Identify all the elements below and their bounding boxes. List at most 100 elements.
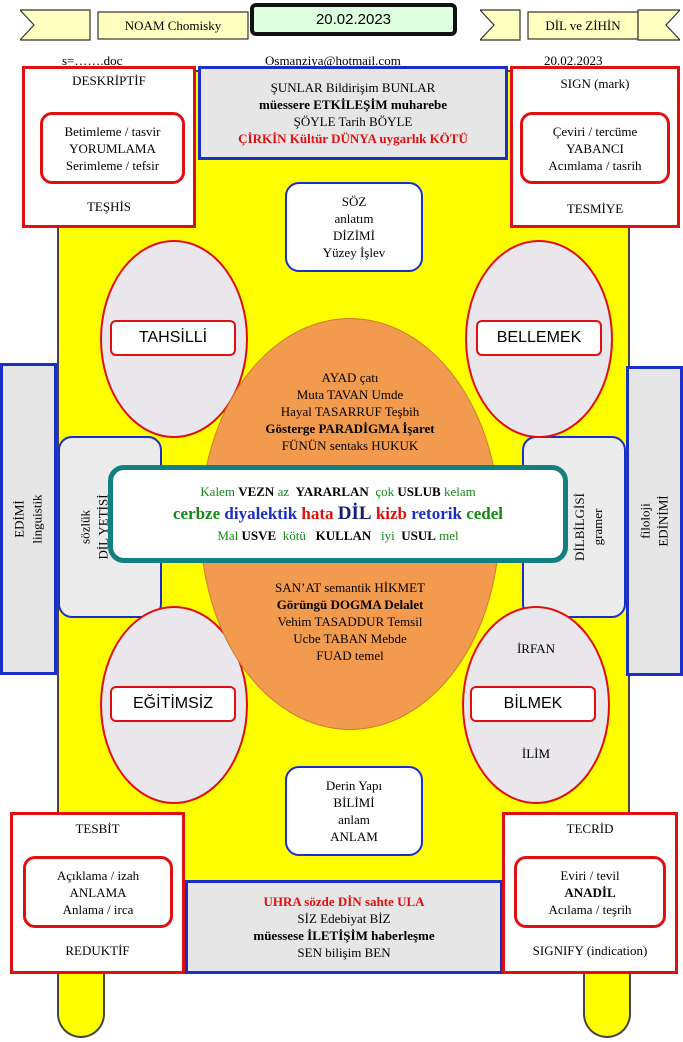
top-left-inner: Betimleme / tasvir YORUMLAMA Serimleme /… xyxy=(40,112,185,184)
oval-bottom-text: SAN’AT semantik HİKMET Görüngü DOGMA Del… xyxy=(205,574,495,668)
bilmek-tag: BİLMEK xyxy=(470,686,596,722)
center-row3: Mal USVE kötü KULLAN iyi USUL mel xyxy=(217,526,458,546)
bottom-right-line1: Eviri / tevil xyxy=(560,867,620,883)
center-row2-w5: kizb xyxy=(375,504,408,523)
center-row1-w6: USLUB xyxy=(397,484,441,499)
center-row2-w6: retorik xyxy=(411,504,462,523)
bottom-right-inner: Eviri / tevil ANADİL Acılama / teşrih xyxy=(514,856,666,928)
oval-bottom-line2: Görüngü DOGMA Delalet xyxy=(276,596,424,612)
oval-bottom-line5: FUAD temel xyxy=(316,647,384,663)
tahsilli-tag: TAHSİLLİ xyxy=(110,320,236,356)
left-ribbon-shape xyxy=(20,9,249,41)
far-left-box: EDİMİ linguistik xyxy=(0,363,57,675)
right-ribbon-label: DİL ve ZİHİN xyxy=(545,18,621,33)
bottom-center-line4: SEN bilişim BEN xyxy=(297,945,391,960)
top-right-line1: Çeviri / tercüme xyxy=(552,123,638,139)
center-row1-w1: Kalem xyxy=(200,484,235,499)
oval-bottom-line3: Vehim TASADDUR Temsil xyxy=(277,613,423,629)
egitimsiz-label: EĞİTİMSİZ xyxy=(133,695,213,712)
bottom-center-line2: SİZ Edebiyat BİZ xyxy=(297,911,391,926)
center-row3-w5: iyi xyxy=(380,528,395,543)
top-center-line4: ÇİRKİN Kültür DÜNYA uygarlık KÖTÜ xyxy=(238,131,468,146)
bottom-center-line3: müessese İLETİŞİM haberleşme xyxy=(253,928,435,943)
far-right-line2: EDİNİMİ xyxy=(655,495,671,547)
center-row1-w4: YARARLAN xyxy=(295,484,369,499)
inner-right-line2: gramer xyxy=(589,508,605,546)
top-center-line1: ŞUNLAR Bildirişim BUNLAR xyxy=(270,80,436,95)
oval-top-text: AYAD çatı Muta TAVAN Umde Hayal TASARRUF… xyxy=(205,365,495,457)
soz-line4: Yüzey İşlev xyxy=(322,245,386,260)
top-left-footer: TEŞHİS xyxy=(86,199,132,214)
bellemek-tag: BELLEMEK xyxy=(476,320,602,356)
bottom-center-line1: UHRA sözde DİN sahte ULA xyxy=(263,894,425,909)
sub-date: 20.02.2023 xyxy=(544,53,603,68)
center-row3-w6: USUL xyxy=(401,528,436,543)
irfan-label: İRFAN xyxy=(516,641,556,656)
top-right-title: SIGN (mark) xyxy=(560,76,630,91)
center-row1: Kalem VEZN az YARARLAN çok USLUB kelam xyxy=(200,482,475,502)
date-main-box: 20.02.2023 xyxy=(250,3,457,36)
top-right-line2: YABANCI xyxy=(566,140,624,156)
top-left-line3: Serimleme / tefsir xyxy=(65,157,160,173)
top-right-line3: Acımlama / tasrih xyxy=(548,157,642,173)
derin-line3: anlam xyxy=(338,812,370,827)
center-row3-w4: KULLAN xyxy=(315,528,372,543)
top-center-box: ŞUNLAR Bildirişim BUNLAR müessere ETKİLE… xyxy=(198,66,508,160)
left-ribbon-label: NOAM Chomisky xyxy=(124,18,222,33)
bottom-left-line1: Açıklama / izah xyxy=(56,867,140,883)
oval-bottom-line4: Ucbe TABAN Mebde xyxy=(293,630,407,646)
bellemek-label: BELLEMEK xyxy=(496,329,582,346)
top-left-line1: Betimleme / tasvir xyxy=(64,123,161,139)
far-left-line2: linguistik xyxy=(29,494,45,544)
inner-right-line1: DİLBİLGİSİ xyxy=(571,493,587,561)
center-panel: Kalem VEZN az YARARLAN çok USLUB kelam c… xyxy=(108,465,568,563)
sub-email: Osmanziya@hotmail.com xyxy=(265,53,401,68)
bottom-center-box: UHRA sözde DİN sahte ULA SİZ Edebiyat Bİ… xyxy=(185,880,503,974)
oval-top-line3: Hayal TASARRUF Teşbih xyxy=(280,403,420,419)
top-center-line2: müessere ETKİLEŞİM muharebe xyxy=(258,97,448,112)
sub-left-filename: s=…….doc xyxy=(62,53,123,68)
bottom-left-title: TESBİT xyxy=(75,821,120,836)
derin-line2: BİLİMİ xyxy=(333,795,375,810)
derin-line1: Derin Yapı xyxy=(325,778,383,793)
bottom-left-footer: REDUKTİF xyxy=(65,943,130,958)
bottom-right-line2: ANADİL xyxy=(564,884,616,900)
oval-top-line2: Muta TAVAN Umde xyxy=(296,386,404,402)
bilmek-label: BİLMEK xyxy=(503,695,563,712)
center-row3-w3: kötü xyxy=(282,528,306,543)
bottom-left-line2: ANLAMA xyxy=(69,884,127,900)
right-ribbon-shape xyxy=(480,9,680,41)
center-row3-w2: USVE xyxy=(241,528,277,543)
far-left-line1: EDİMİ xyxy=(11,500,27,538)
center-row2-w4: DİL xyxy=(337,503,372,524)
date-main-label: 20.02.2023 xyxy=(315,11,392,28)
derin-box: Derin Yapı BİLİMİ anlam ANLAM xyxy=(285,766,423,856)
bottom-left-line3: Anlama / irca xyxy=(62,901,134,917)
center-row2-w7: cedel xyxy=(466,504,504,523)
top-right-footer: TESMİYE xyxy=(566,201,624,216)
oval-top-line4: Gösterge PARADİGMA İşaret xyxy=(265,420,435,436)
soz-line1: SÖZ xyxy=(341,194,367,209)
top-right-inner: Çeviri / tercüme YABANCI Acımlama / tasr… xyxy=(520,112,670,184)
ilim-label: İLİM xyxy=(521,746,551,761)
bottom-left-inner: Açıklama / izah ANLAMA Anlama / irca xyxy=(23,856,173,928)
top-left-title: DESKRİPTİF xyxy=(72,73,146,88)
top-left-line2: YORUMLAMA xyxy=(69,140,156,156)
soz-line3: DİZİMİ xyxy=(333,228,375,243)
soz-box: SÖZ anlatım DİZİMİ Yüzey İşlev xyxy=(285,182,423,272)
top-center-line3: ŞÖYLE Tarih BÖYLE xyxy=(293,114,413,129)
derin-line4: ANLAM xyxy=(330,829,378,844)
center-row1-w5: çok xyxy=(375,484,395,499)
center-row2-w1: cerbze xyxy=(172,504,221,523)
oval-bottom-line1: SAN’AT semantik HİKMET xyxy=(275,579,425,595)
far-right-box: filoloji EDİNİMİ xyxy=(626,366,683,676)
tahsilli-label: TAHSİLLİ xyxy=(138,329,208,346)
center-row2-w3: hata xyxy=(301,504,334,523)
center-row3-w1: Mal xyxy=(217,528,239,543)
center-row1-w7: kelam xyxy=(443,484,476,499)
center-row1-w2: VEZN xyxy=(238,484,275,499)
oval-top-line1: AYAD çatı xyxy=(321,369,379,385)
egitimsiz-tag: EĞİTİMSİZ xyxy=(110,686,236,722)
center-row2-w2: diyalektik xyxy=(224,504,298,523)
center-row2: cerbze diyalektik hata DİL kizb retorik … xyxy=(173,502,503,526)
